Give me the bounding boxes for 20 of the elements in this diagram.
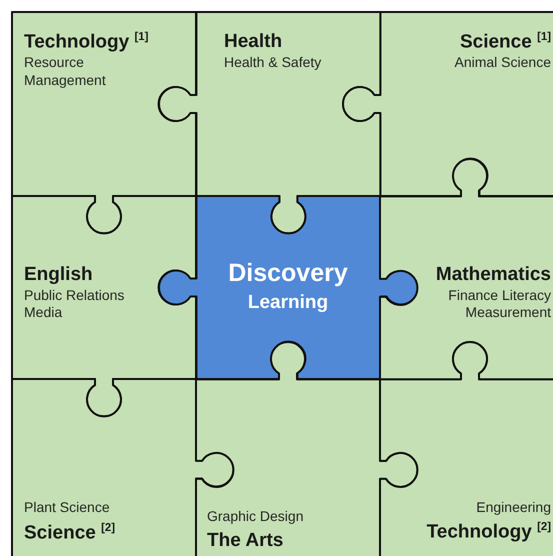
subject-heading: Technology $^{[1]}$ — [24, 30, 148, 54]
topic-text: Animal Science — [454, 54, 551, 72]
topic-text: Engineering — [475, 498, 551, 516]
subject-heading: English — [24, 263, 94, 287]
topic-text: Measurement — [464, 304, 551, 322]
subject-heading: Technology $^{[2]}$ — [426, 520, 551, 545]
subject-heading: Science $^{[1]}$ — [458, 30, 551, 54]
subject-heading: Health — [224, 30, 284, 54]
topic-text: Plant Science — [24, 499, 111, 516]
center-title: Discovery — [227, 258, 349, 289]
topic-text: Media — [24, 304, 64, 322]
subject-heading: The Arts — [207, 529, 284, 554]
topic-text: Health & Safety — [224, 54, 322, 72]
topic-text: Public Relations — [24, 286, 124, 304]
subject-heading: Mathematics — [436, 262, 551, 287]
topic-text: Resource Management — [24, 54, 107, 90]
center-subtitle: Learning — [246, 291, 330, 315]
topic-text: Graphic Design — [207, 508, 304, 526]
subject-heading: Science $^{[2]}$ — [24, 520, 116, 545]
topic-text: Finance Literacy — [447, 286, 551, 304]
